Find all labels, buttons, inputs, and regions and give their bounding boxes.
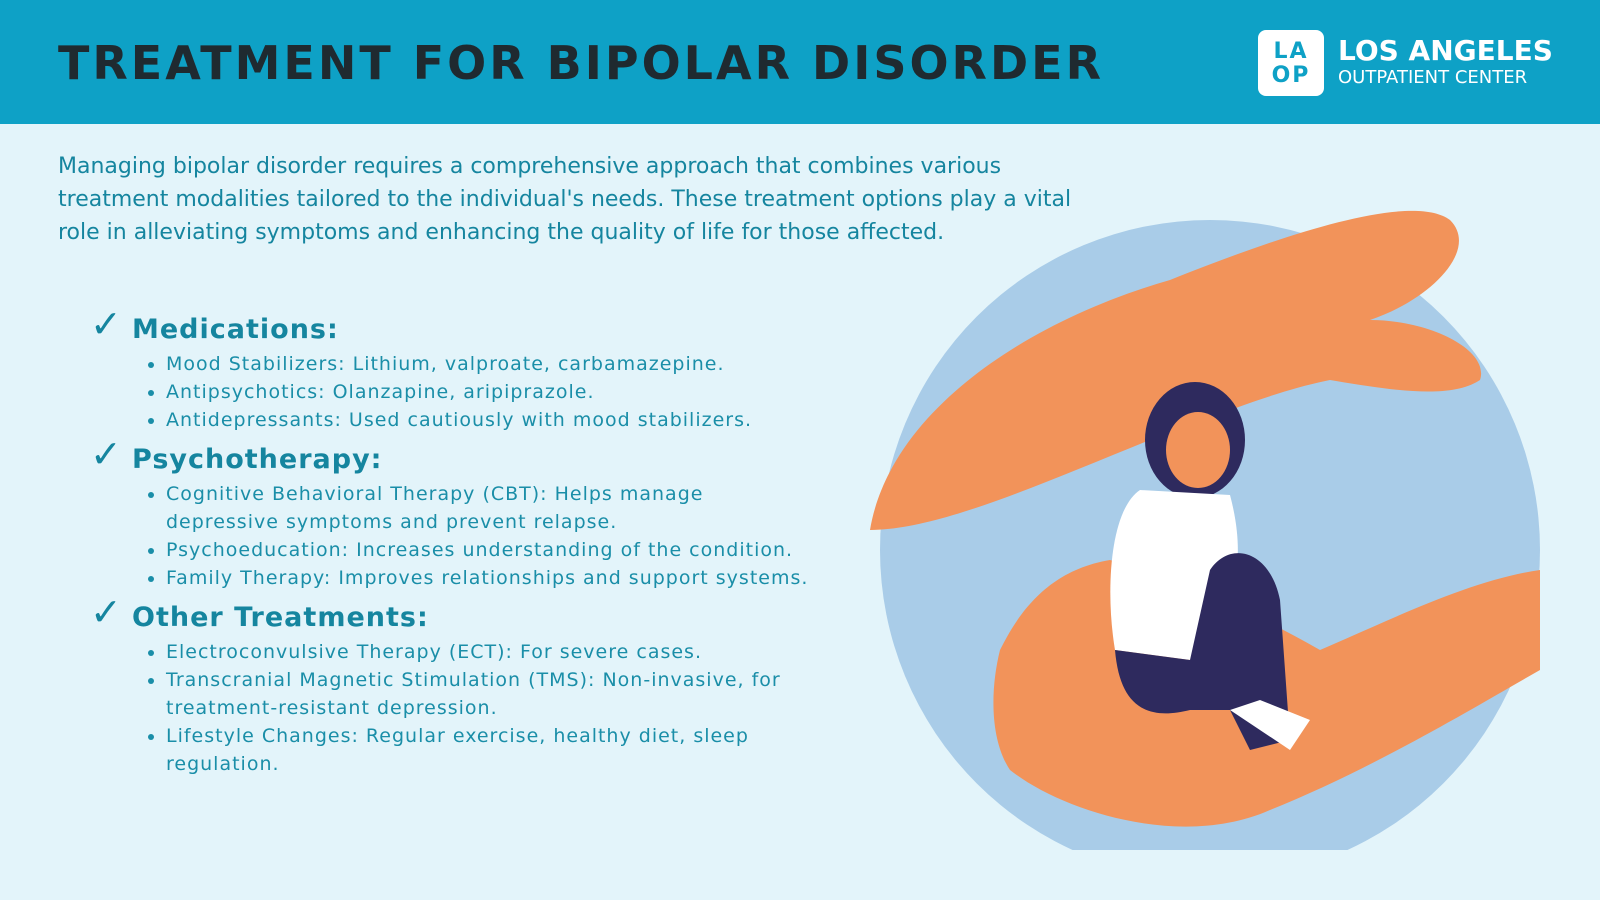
section-title: Psychotherapy: (132, 444, 383, 475)
top-hand-icon (870, 210, 1482, 530)
checkmark-icon: ✓ (90, 590, 122, 634)
list-item: Psychoeducation: Increases understanding… (166, 536, 810, 564)
list-item: Antidepressants: Used cautiously with mo… (166, 406, 810, 434)
checkmark-icon: ✓ (90, 302, 122, 346)
checkmark-icon: ✓ (90, 432, 122, 476)
pants-icon (1115, 553, 1290, 750)
page-title: TREATMENT FOR BIPOLAR DISORDER (58, 36, 1105, 90)
list-item: Family Therapy: Improves relationships a… (166, 564, 810, 592)
shoes-icon (1230, 700, 1310, 750)
treatment-list: ✓ Medications: Mood Stabilizers: Lithium… (90, 302, 810, 784)
list-item: Mood Stabilizers: Lithium, valproate, ca… (166, 350, 810, 378)
list-item: Transcranial Magnetic Stimulation (TMS):… (166, 666, 810, 722)
section-other-treatments: ✓ Other Treatments: Electroconvulsive Th… (90, 590, 810, 778)
list-item: Electroconvulsive Therapy (ECT): For sev… (166, 638, 810, 666)
list-item: Lifestyle Changes: Regular exercise, hea… (166, 722, 810, 778)
section-title: Other Treatments: (132, 602, 429, 633)
logo-name: LOS ANGELES (1338, 34, 1553, 67)
intro-paragraph: Managing bipolar disorder requires a com… (58, 154, 1072, 245)
logo-subtitle: OUTPATIENT CENTER (1338, 67, 1528, 88)
list-item: Cognitive Behavioral Therapy (CBT): Help… (166, 480, 810, 536)
header-banner: TREATMENT FOR BIPOLAR DISORDER LA OP LOS… (0, 0, 1600, 124)
list-item: Antipsychotics: Olanzapine, aripiprazole… (166, 378, 810, 406)
section-medications: ✓ Medications: Mood Stabilizers: Lithium… (90, 302, 810, 434)
logo-mark: LA OP (1258, 30, 1324, 96)
section-title: Medications: (132, 314, 339, 345)
face-icon (1166, 412, 1230, 488)
section-psychotherapy: ✓ Psychotherapy: Cognitive Behavioral Th… (90, 432, 810, 592)
illustration-hands-woman (870, 210, 1540, 850)
